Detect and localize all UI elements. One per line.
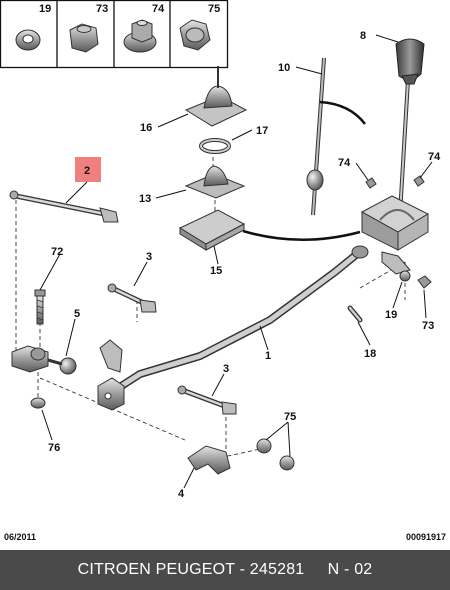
footer-date: 06/2011 xyxy=(4,532,37,542)
callout-5: 5 xyxy=(74,308,80,320)
callout-15: 15 xyxy=(210,265,222,277)
bushing-plate-13 xyxy=(184,165,246,199)
callout-74b: 74 xyxy=(428,151,441,163)
callout-18: 18 xyxy=(364,348,376,360)
bolt-72 xyxy=(34,289,46,325)
seal-ring-17 xyxy=(199,138,231,154)
callout-17: 17 xyxy=(256,125,268,137)
housing-nuts-74 xyxy=(365,175,425,189)
highlight-box-2 xyxy=(75,157,101,182)
footer-caption: CITROEN PEUGEOT - 245281 N - 02 xyxy=(77,561,373,578)
flange-nut-icon xyxy=(123,19,157,53)
gear-lever-8 xyxy=(395,38,425,215)
rod-bracket xyxy=(97,339,125,411)
washer-icon xyxy=(15,29,41,51)
header-label-75: 75 xyxy=(208,3,220,15)
callout-4: 4 xyxy=(178,488,185,500)
ball-joint-5 xyxy=(11,345,77,375)
header-label-74: 74 xyxy=(152,3,165,15)
short-link-3a xyxy=(107,283,157,313)
callout-3b: 3 xyxy=(223,363,229,375)
header-label-73: 73 xyxy=(96,3,108,15)
callout-2: 2 xyxy=(84,165,90,177)
callout-19: 19 xyxy=(385,309,397,321)
callout-10: 10 xyxy=(278,62,290,74)
link-rod-2 xyxy=(9,190,119,223)
header-label-19: 19 xyxy=(39,3,51,15)
callout-74a: 74 xyxy=(338,157,351,169)
callout-8: 8 xyxy=(360,30,366,42)
dome-nut-icon xyxy=(179,19,211,51)
callout-16: 16 xyxy=(140,122,152,134)
washer-76 xyxy=(30,397,46,409)
footer-caption-bar: CITROEN PEUGEOT - 245281 N - 02 xyxy=(0,550,450,590)
housing-fasteners xyxy=(399,270,432,289)
selector-cable-10 xyxy=(242,57,366,241)
dome-nuts-75 xyxy=(256,438,295,471)
base-plate-15 xyxy=(178,209,246,251)
footer-code: 00091917 xyxy=(405,532,446,542)
callout-76: 76 xyxy=(48,442,60,454)
callout-13: 13 xyxy=(139,193,151,205)
callout-72: 72 xyxy=(51,246,63,258)
lever-housing xyxy=(360,195,430,275)
callout-75: 75 xyxy=(284,411,296,423)
leader-lines xyxy=(39,34,433,489)
callout-3a: 3 xyxy=(146,251,152,263)
callout-73: 73 xyxy=(422,320,434,332)
short-link-3b xyxy=(177,385,237,415)
shift-rod xyxy=(108,245,369,396)
hex-nut-icon xyxy=(69,23,99,53)
gaiter-mount-16 xyxy=(184,66,248,127)
clamp-bracket-4 xyxy=(187,445,231,475)
pin-18 xyxy=(347,305,363,323)
callout-1: 1 xyxy=(265,350,271,362)
